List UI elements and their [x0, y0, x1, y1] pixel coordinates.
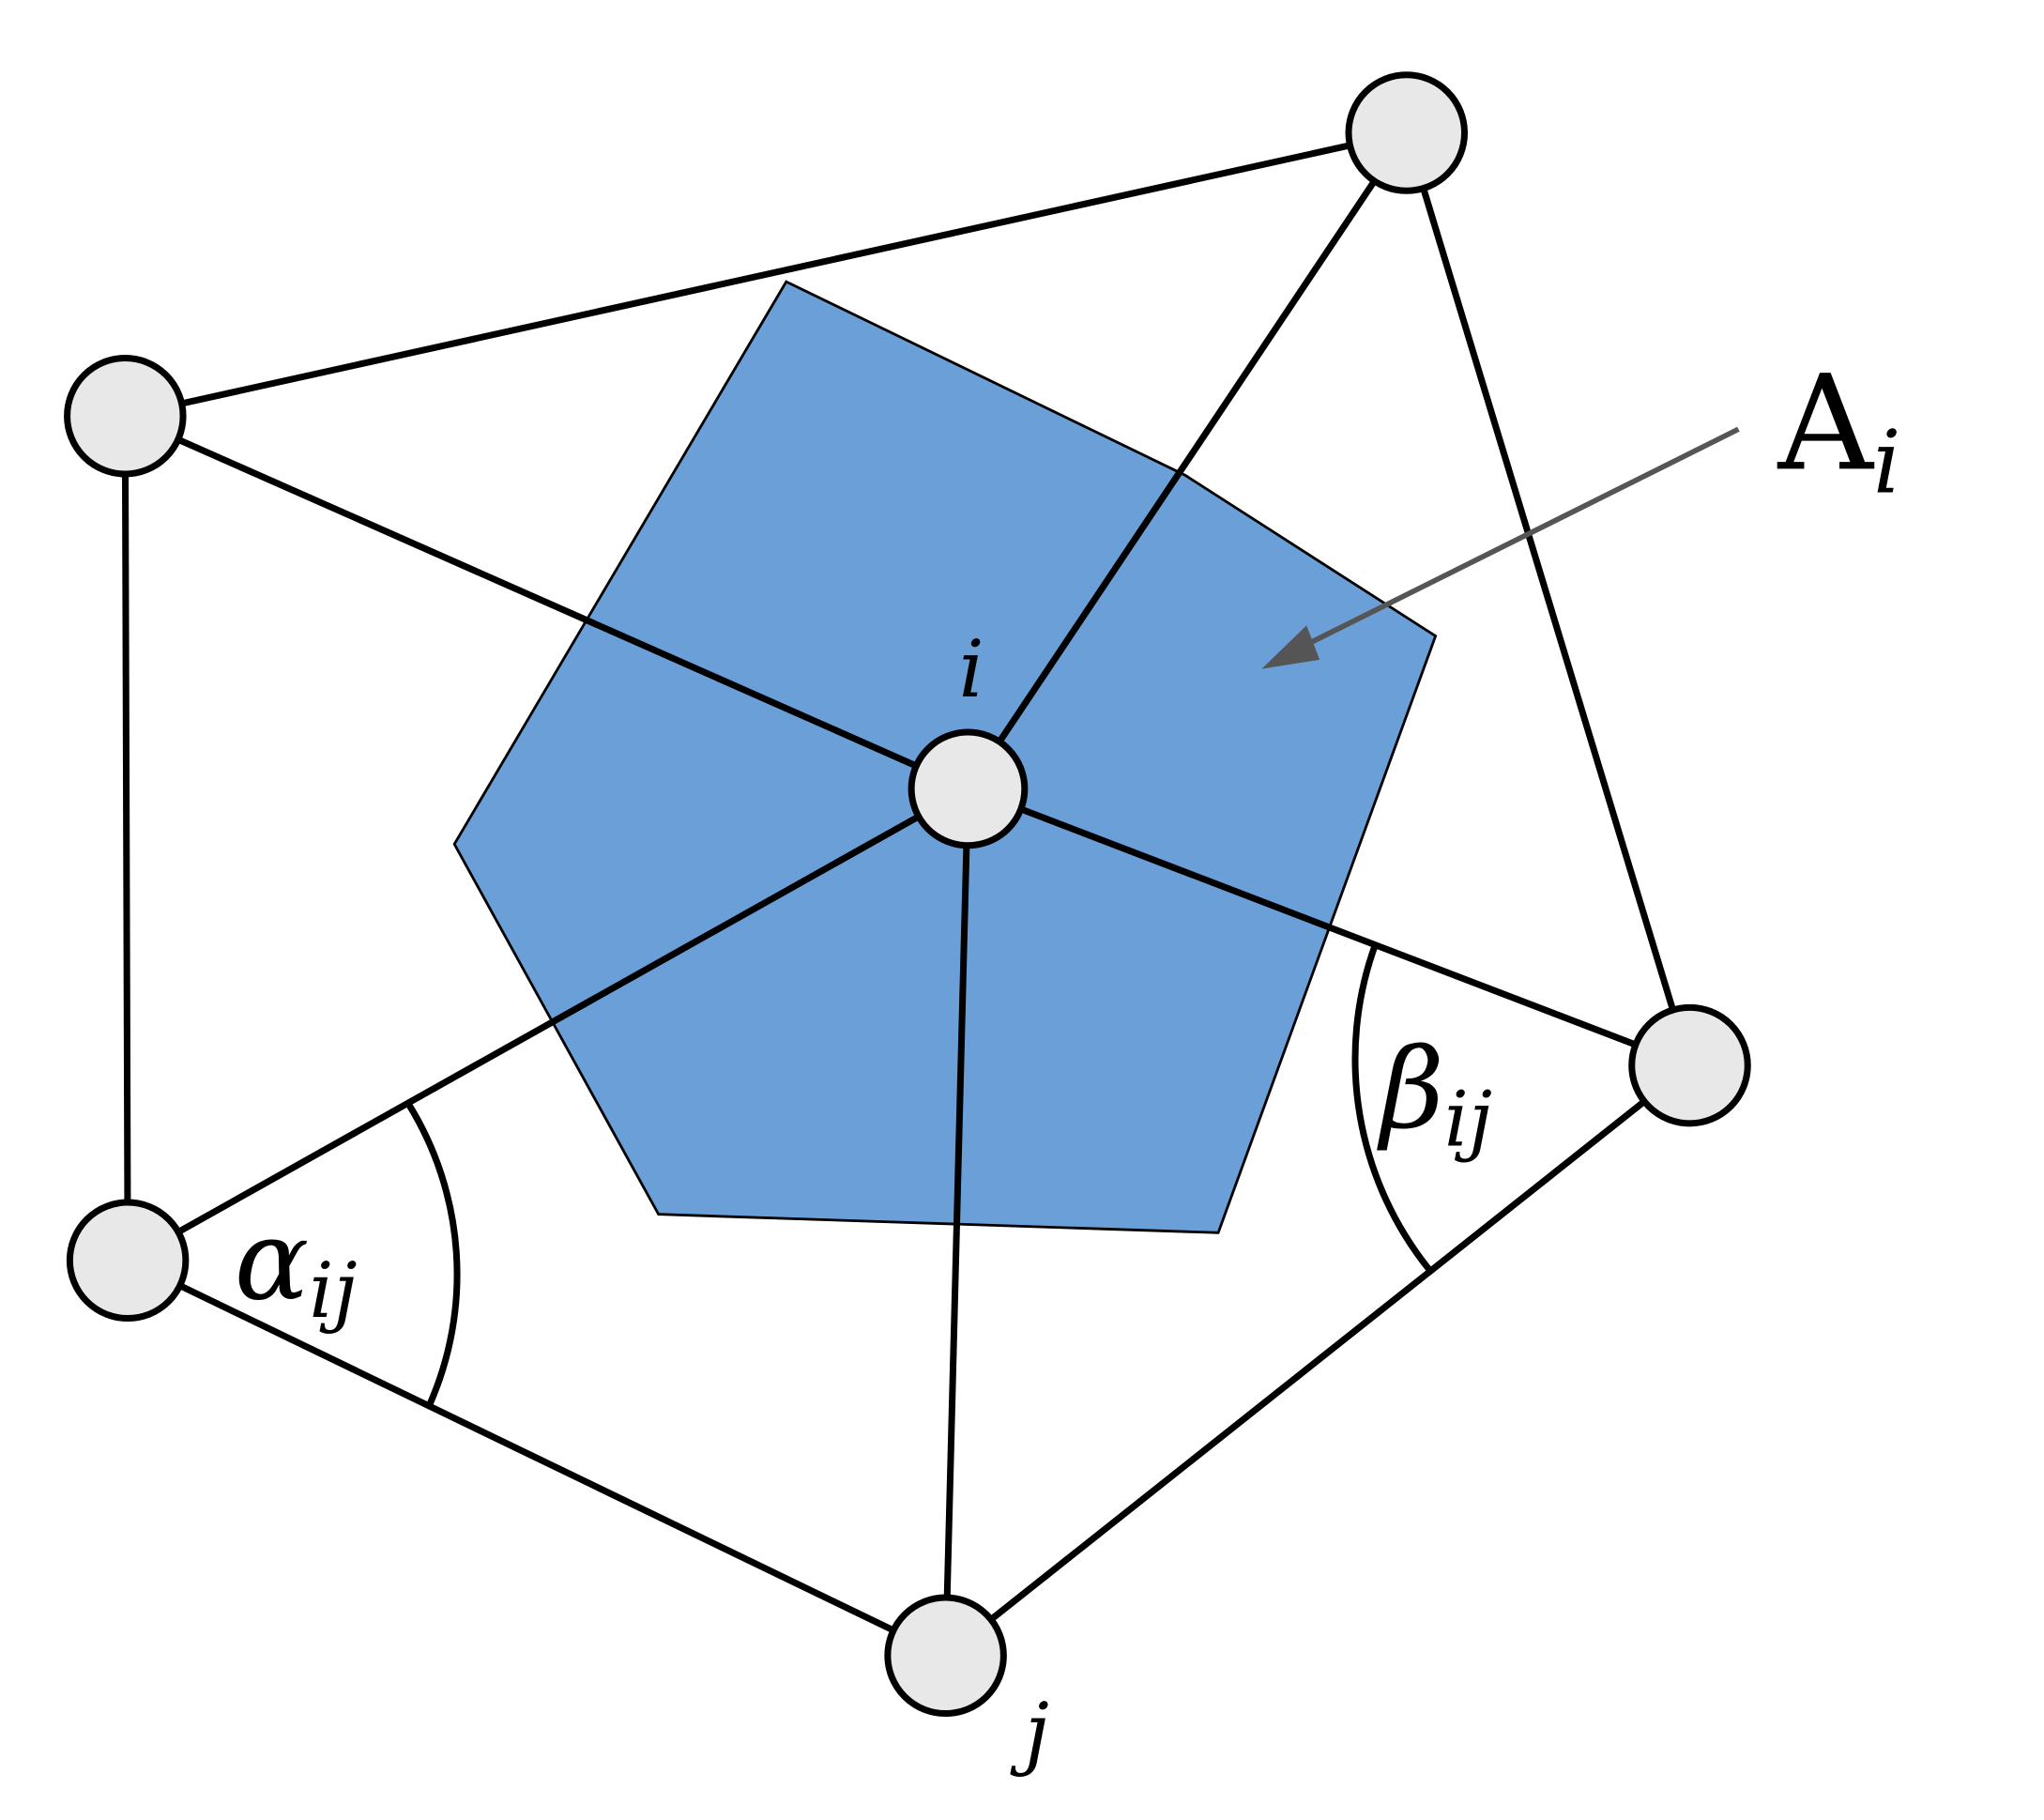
vertex [1345, 71, 1469, 194]
beta-label: βij [1377, 1025, 1492, 1165]
beta-angle-arc [1351, 941, 1434, 1275]
area-label-main: A [1777, 347, 1875, 500]
edge [942, 1062, 1694, 1659]
vertex-i [908, 728, 1029, 849]
beta-label-main: β [1377, 1025, 1444, 1154]
edge [124, 1257, 950, 1659]
mesh-edges [121, 130, 1694, 1659]
vertex-j-label: j [1010, 1687, 1049, 1779]
vertex-i-label: i [959, 623, 984, 715]
vertex-j [884, 1594, 1007, 1718]
edge [121, 130, 1411, 420]
edge [964, 785, 1694, 1069]
area-label: Ai [1777, 347, 1901, 512]
edge [964, 130, 1411, 792]
arrow-to-area [1261, 426, 1740, 669]
edge [1403, 130, 1694, 1069]
beta-label-sub: ij [1444, 1076, 1492, 1165]
alpha-label: αij [235, 1196, 358, 1336]
edge [124, 785, 971, 1264]
alpha-label-sub: ij [309, 1246, 357, 1336]
vertex [1628, 1003, 1751, 1127]
area-label-sub: i [1873, 412, 1901, 513]
edge [942, 785, 971, 1659]
edge [121, 412, 971, 792]
vertex [66, 1199, 190, 1323]
edge [121, 412, 131, 1264]
vertex [64, 354, 187, 478]
alpha-label-main: α [235, 1196, 310, 1324]
alpha-angle-arc [404, 1100, 461, 1409]
mesh-vertices [64, 71, 1751, 1718]
